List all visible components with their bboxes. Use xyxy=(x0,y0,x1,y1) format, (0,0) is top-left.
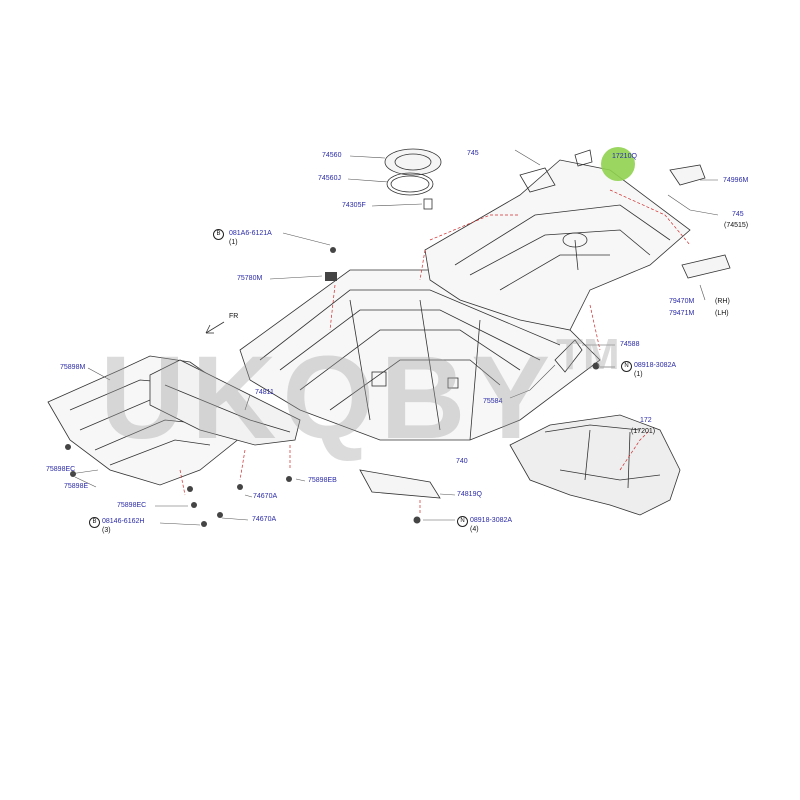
side-cover xyxy=(149,359,301,446)
label-08918-bottom-qty: (4) xyxy=(470,526,479,533)
label-lh: (LH) xyxy=(715,310,729,317)
label-17210q: 17210Q xyxy=(612,153,637,160)
dashed-leaders xyxy=(179,189,691,515)
label-74670a-lower: 74670A xyxy=(252,516,277,523)
label-08918-top-qty: (1) xyxy=(634,371,643,378)
label-74305f: 74305F xyxy=(342,202,366,209)
label-081a6-qty: (1) xyxy=(229,239,238,246)
watermark: UKQBYTM xyxy=(100,330,620,466)
front-arrow-label: FR xyxy=(229,313,239,320)
label-172: 172 xyxy=(640,417,652,424)
label-74588: 74588 xyxy=(620,341,640,348)
fuel-tank xyxy=(509,339,681,516)
bolt-marker-b: B xyxy=(213,229,224,240)
watermark-text: UKQBY xyxy=(100,332,557,464)
bolt-marker-b-lower: B xyxy=(89,517,100,528)
fasteners xyxy=(65,247,600,527)
label-75584: 75584 xyxy=(483,398,503,405)
label-08146-6162h: 08146-6162H xyxy=(102,518,145,525)
label-745-top: 745 xyxy=(467,150,479,157)
label-79470m: 79470M xyxy=(669,298,695,305)
label-74819q: 74819Q xyxy=(457,491,482,498)
nut-marker-n: N xyxy=(621,361,632,372)
label-08918-3082a-bottom: 08918-3082A xyxy=(470,517,513,524)
label-74560: 74560 xyxy=(322,152,342,159)
label-08146-qty: (3) xyxy=(102,527,111,534)
label-745-right: 745 xyxy=(732,211,744,218)
label-74515: (74515) xyxy=(724,222,749,229)
watermark-trademark: TM xyxy=(556,330,620,379)
label-740: 740 xyxy=(456,458,468,465)
label-75898ec-bottom: 75898EC xyxy=(117,502,147,509)
label-74811: 74811 xyxy=(255,389,274,396)
label-081a6-6121a: 081A6-6121A xyxy=(229,230,272,237)
leader-lines xyxy=(69,149,719,526)
label-75898m: 75898M xyxy=(60,364,86,371)
front-arrow xyxy=(205,321,225,334)
label-74670a-upper: 74670A xyxy=(253,493,278,500)
label-08918-3082a-top: 08918-3082A xyxy=(634,362,677,369)
nut-marker-n-lower: N xyxy=(457,516,468,527)
seal-and-pad xyxy=(359,148,731,499)
label-75898eb: 75898EB xyxy=(308,477,337,484)
label-75898e: 75898E xyxy=(64,483,89,490)
label-17201: (17201) xyxy=(631,428,656,435)
label-79471m: 79471M xyxy=(669,310,695,317)
label-74560j: 74560J xyxy=(318,175,341,182)
label-rh: (RH) xyxy=(715,298,730,305)
label-74996m: 74996M xyxy=(723,177,749,184)
highlight-dot xyxy=(601,147,635,181)
label-75898ec-left: 75898EC xyxy=(46,466,76,473)
label-75780m: 75780M xyxy=(237,275,263,282)
rear-floor-panel xyxy=(424,159,691,331)
